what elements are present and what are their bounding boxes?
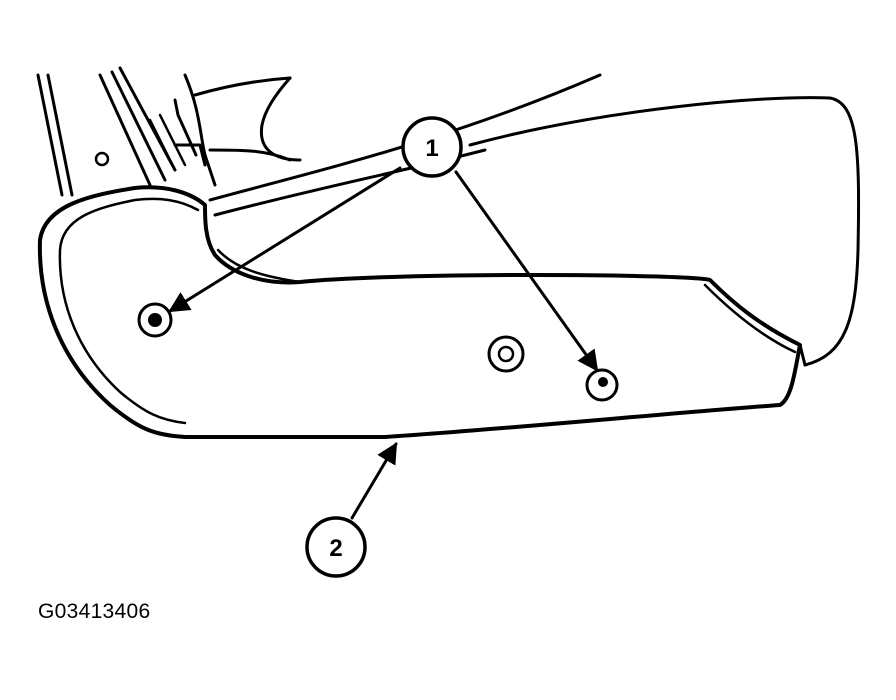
leader-arrow-2-shield [350, 442, 398, 520]
figure-code: G03413406 [38, 600, 151, 623]
callout-1-label: 1 [425, 135, 438, 162]
screw-front [137, 302, 173, 338]
seat-hinge-bracket [173, 73, 302, 187]
callout-1: 1 [401, 116, 463, 178]
callout-2-label: 2 [329, 535, 342, 562]
callout-2: 2 [305, 516, 367, 578]
side-shield [37, 185, 802, 439]
screw-rear [585, 368, 619, 402]
leader-arrow-1-rear-screw [454, 170, 599, 372]
access-hole-center [487, 335, 525, 373]
seat-back-hole [94, 151, 110, 167]
seat-back-frame [36, 66, 187, 197]
leader-arrow-1-front-screw [168, 166, 402, 313]
